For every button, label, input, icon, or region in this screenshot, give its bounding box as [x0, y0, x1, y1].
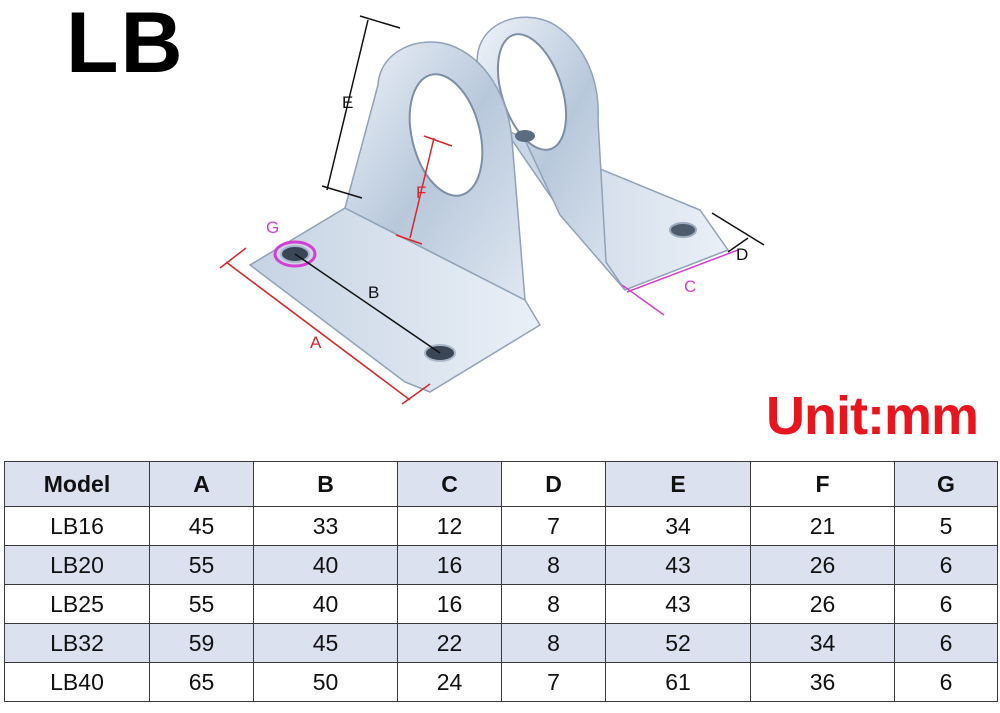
dimension-e: E [321, 15, 401, 199]
cell-d: 7 [501, 506, 606, 546]
label-a: A [310, 333, 322, 352]
cell-e: 61 [605, 662, 751, 702]
label-b: B [368, 283, 379, 302]
dimension-a: A [219, 247, 431, 405]
dimension-c: C [621, 249, 739, 316]
header-e: E [605, 461, 751, 507]
cell-e: 34 [605, 506, 751, 546]
table-row: LB40 65 50 24 7 61 36 6 [4, 662, 998, 702]
label-g: G [266, 218, 279, 237]
label-e: E [342, 93, 353, 112]
header-f: F [750, 461, 895, 507]
cell-a: 55 [149, 584, 254, 624]
cell-e: 43 [605, 584, 751, 624]
dimension-table: Model A B C D E F G LB16 45 33 12 7 34 2… [4, 461, 998, 702]
cell-b: 40 [253, 545, 398, 585]
header-g: G [894, 461, 998, 507]
cell-g: 6 [894, 584, 998, 624]
cell-a: 45 [149, 506, 254, 546]
header-model: Model [4, 461, 150, 507]
cell-c: 22 [397, 623, 502, 663]
cell-e: 43 [605, 545, 751, 585]
cell-f: 26 [750, 584, 895, 624]
cell-a: 55 [149, 545, 254, 585]
cell-d: 8 [501, 584, 606, 624]
cell-a: 59 [149, 623, 254, 663]
label-d: D [736, 245, 748, 264]
table-row: LB25 55 40 16 8 43 26 6 [4, 584, 998, 624]
cell-a: 65 [149, 662, 254, 702]
header-c: C [397, 461, 502, 507]
cell-c: 12 [397, 506, 502, 546]
table-header-row: Model A B C D E F G [4, 461, 998, 507]
cell-g: 6 [894, 545, 998, 585]
cell-d: 8 [501, 623, 606, 663]
cell-c: 24 [397, 662, 502, 702]
page-title: LB [66, 0, 185, 91]
cell-model: LB40 [4, 662, 150, 702]
cell-f: 21 [750, 506, 895, 546]
header-a: A [149, 461, 254, 507]
cell-b: 50 [253, 662, 398, 702]
table-row: LB16 45 33 12 7 34 21 5 [4, 506, 998, 546]
back-bracket [476, 16, 730, 291]
cell-g: 6 [894, 623, 998, 663]
cell-model: LB32 [4, 623, 150, 663]
header-b: B [253, 461, 398, 507]
cell-model: LB25 [4, 584, 150, 624]
cell-model: LB16 [4, 506, 150, 546]
table-row: LB32 59 45 22 8 52 34 6 [4, 623, 998, 663]
cell-e: 52 [605, 623, 751, 663]
bracket-diagram: E F G B A C D [219, 15, 765, 405]
unit-label: Unit:mm [766, 386, 979, 446]
dimension-d: D [711, 212, 765, 264]
label-c: C [684, 277, 696, 296]
cell-f: 36 [750, 662, 895, 702]
front-bracket [248, 41, 542, 393]
table-row: LB20 55 40 16 8 43 26 6 [4, 545, 998, 585]
cell-c: 16 [397, 545, 502, 585]
dimension-b: B [294, 253, 441, 354]
cell-b: 40 [253, 584, 398, 624]
cell-g: 6 [894, 662, 998, 702]
cell-d: 7 [501, 662, 606, 702]
cell-model: LB20 [4, 545, 150, 585]
label-f: F [416, 183, 426, 202]
header-d: D [501, 461, 606, 507]
cell-b: 45 [253, 623, 398, 663]
cell-c: 16 [397, 584, 502, 624]
cell-f: 34 [750, 623, 895, 663]
cell-d: 8 [501, 545, 606, 585]
cell-g: 5 [894, 506, 998, 546]
dimension-f: F [395, 135, 453, 245]
cell-b: 33 [253, 506, 398, 546]
cell-f: 26 [750, 545, 895, 585]
dimension-g: G [266, 218, 317, 268]
